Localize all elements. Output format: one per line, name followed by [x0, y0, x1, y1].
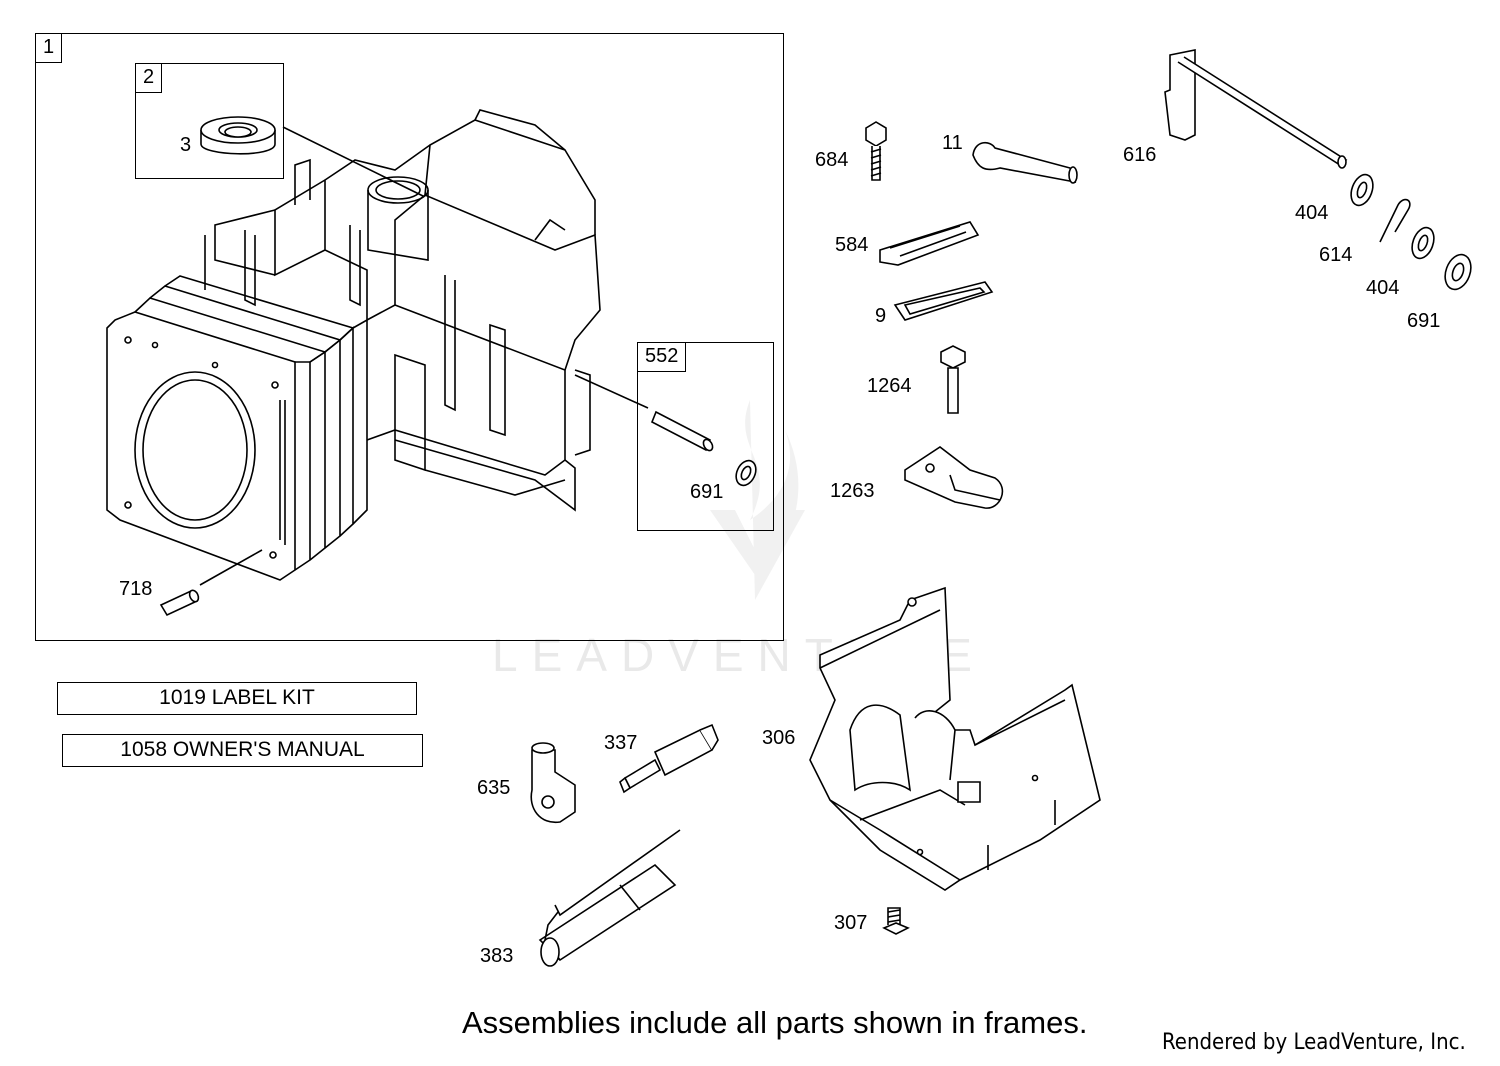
- seal-frame: 2: [135, 63, 284, 179]
- part-label-1263: 1263: [830, 480, 875, 502]
- part-label-337: 337: [604, 732, 638, 754]
- part-label-584: 584: [835, 234, 869, 256]
- dowel-frame: 552: [637, 342, 774, 531]
- part-label-dowel-seal: 691: [690, 481, 724, 503]
- engine-assembly-frame-tag: 1: [35, 33, 63, 63]
- render-credit: Rendered by LeadVenture, Inc.: [1162, 1030, 1466, 1055]
- spark-plug-drawing: [620, 725, 718, 792]
- breather-cover-drawing: [880, 222, 978, 265]
- hairpin-clip-drawing: [1380, 200, 1410, 242]
- bolt-1264-drawing: [941, 346, 965, 413]
- seal-illustration: [195, 112, 285, 167]
- spark-plug-boot-drawing: [531, 743, 575, 822]
- engine-assembly-frame: 1: [35, 33, 784, 641]
- assembly-note: Assemblies include all parts shown in fr…: [462, 1005, 1088, 1040]
- part-label-dowel-pin: 718: [119, 578, 153, 600]
- part-label-684: 684: [815, 149, 849, 171]
- screw-307-drawing: [884, 908, 908, 934]
- dowel-frame-tag: 552: [637, 342, 687, 372]
- part-label-383: 383: [480, 945, 514, 967]
- part-label-635: 635: [477, 777, 511, 799]
- part-label-404-b: 404: [1366, 277, 1400, 299]
- part-label-9: 9: [875, 305, 887, 327]
- dowel-pin-illustration: [155, 585, 205, 620]
- part-label-307: 307: [834, 912, 868, 934]
- label-kit-box: 1019 LABEL KIT: [57, 682, 417, 715]
- dowel-and-seal-illustration: [650, 400, 770, 495]
- part-label-691: 691: [1407, 310, 1441, 332]
- part-label-614: 614: [1319, 244, 1353, 266]
- breather-tube-drawing: [973, 143, 1075, 182]
- part-label-seal: 3: [180, 134, 192, 156]
- blower-shield-drawing: [810, 588, 1100, 890]
- part-label-616: 616: [1123, 144, 1157, 166]
- dipstick-drawing: [540, 830, 680, 966]
- seal-frame-tag: 2: [135, 63, 163, 93]
- part-label-306: 306: [762, 727, 796, 749]
- part-label-404-a: 404: [1295, 202, 1329, 224]
- part-label-11: 11: [942, 132, 963, 154]
- cylinder-block-illustration: [95, 100, 635, 600]
- leadventure-logo-watermark: [710, 400, 805, 600]
- owners-manual-box: 1058 OWNER'S MANUAL: [62, 734, 423, 767]
- part-label-1264: 1264: [867, 375, 912, 397]
- screw-684-drawing: [866, 122, 886, 180]
